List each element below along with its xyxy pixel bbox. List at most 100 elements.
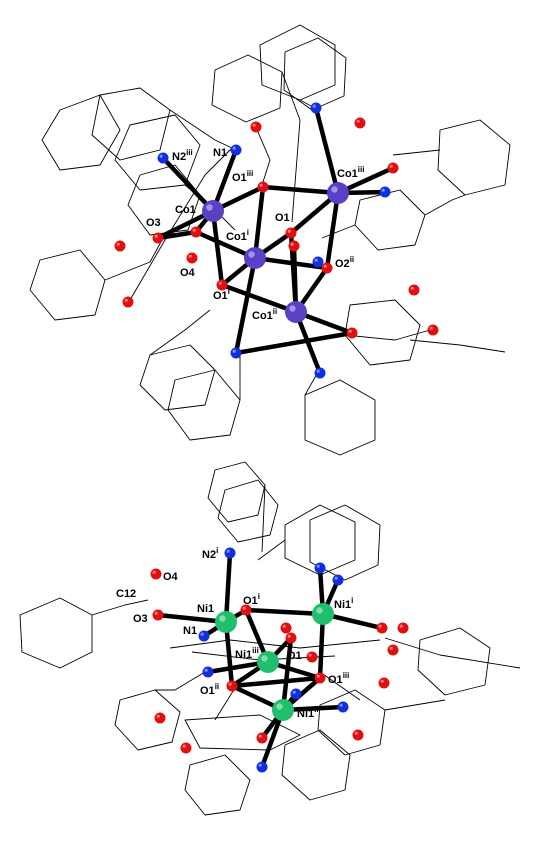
label-o3: O3 — [146, 217, 161, 229]
atom-highlight-o-top-f — [290, 242, 294, 246]
bond-ni1-ii-o1-b — [280, 635, 294, 713]
atom-highlight-o-b-i — [258, 734, 262, 738]
atom-o-top-j — [427, 324, 439, 336]
atom-o3 — [152, 232, 164, 244]
atom-highlight-co1-ii — [289, 305, 296, 312]
atom-highlight-n-b-3 — [204, 668, 208, 672]
atom-n-top-b — [314, 367, 326, 379]
atom-highlight-o1-ii — [228, 682, 232, 686]
bottom-atom-labels: N2i O4 C12 Ni1 O1i Ni1i O3 N1 Ni1iii O1 … — [116, 546, 353, 720]
label-n1: N1 — [213, 147, 227, 159]
atom-n-b-6 — [256, 761, 268, 773]
atom-highlight-o-top-j — [429, 326, 433, 330]
bond-ni1-n2-i — [223, 550, 233, 625]
bond-co1-ii-o-top-f — [291, 243, 299, 315]
bond-co1-i-o1-iii — [252, 184, 266, 261]
atom-highlight-o-b-d — [282, 624, 286, 628]
atom-o-b-c — [387, 644, 399, 656]
atom-o-b-g — [154, 712, 166, 724]
atom-o-b-h — [180, 742, 192, 754]
atom-highlight-o2-ii — [323, 264, 327, 268]
atom-highlight-ni1-iii — [261, 655, 268, 662]
atom-n-b-3 — [202, 666, 214, 678]
atom-highlight-o3 — [154, 234, 158, 238]
atom-o-top-g — [408, 284, 420, 296]
atom-o-b-f — [378, 677, 390, 689]
atom-highlight-n1 — [232, 146, 236, 150]
label-o1: O1 — [275, 212, 290, 224]
label-o4-bottom: O4 — [163, 571, 179, 583]
atom-highlight-n1-b — [200, 632, 204, 636]
atom-o1 — [285, 227, 297, 239]
atom-highlight-o1-i-b — [242, 606, 246, 610]
atom-highlight-o-b-a — [378, 624, 382, 628]
atom-o1-b — [285, 632, 297, 644]
label-n2-i: N2i — [202, 546, 218, 561]
atom-n-top-l — [230, 347, 242, 359]
bond-ni1-i-o1-i-b — [243, 607, 326, 617]
bond-co1-o1-i — [210, 208, 225, 288]
atom-highlight-o-b-b — [399, 624, 403, 628]
atom-o2-ii — [321, 262, 333, 274]
atom-highlight-ni1-i — [316, 607, 323, 614]
atom-highlight-n-top-r1 — [312, 104, 316, 108]
atom-n-b-5 — [337, 701, 349, 713]
label-ni1-ii: Ni1ii — [297, 705, 319, 720]
atom-co1 — [202, 200, 224, 222]
atom-n-top-r2 — [379, 186, 391, 198]
atom-o-top-e — [190, 226, 202, 238]
label-co1-iii: Co1iii — [337, 165, 364, 180]
atom-highlight-o3-b — [154, 611, 158, 615]
atom-n-b-1 — [314, 562, 326, 574]
atom-highlight-o-b-h — [182, 744, 186, 748]
atom-highlight-o4-b — [152, 570, 156, 574]
bond-o3-o-top-e — [155, 229, 199, 241]
atom-highlight-o-b-e — [308, 653, 312, 657]
bond-co1-iii-o2-ii — [324, 190, 341, 271]
bond-co1-iii-n-top-r1 — [313, 105, 341, 196]
atom-highlight-o-top-d — [116, 242, 120, 246]
label-n2-iii: N2iii — [172, 148, 193, 163]
atom-highlight-o-b-f — [380, 679, 384, 683]
atom-highlight-o-top-e — [192, 228, 196, 232]
atom-o-b-d — [280, 622, 292, 634]
atom-o-top-h — [122, 296, 134, 308]
atom-highlight-o-top-b — [356, 119, 360, 123]
bond-o1-ii-o1-iii-b — [229, 675, 323, 689]
atom-n1-b — [198, 630, 210, 642]
atom-highlight-n2-i — [226, 549, 230, 553]
atom-ni1-ii — [272, 699, 294, 721]
top-ligand-wireframe — [29, 24, 511, 456]
label-o1-i: O1i — [213, 287, 230, 302]
atom-highlight-o-top-c — [389, 164, 393, 168]
atom-n2-i — [224, 547, 236, 559]
top-atom-labels: N2iii N1 O1iii Co1iii Co1 O1 O3 Co1i O4 … — [146, 147, 364, 322]
atom-o-top-i — [346, 327, 358, 339]
atom-o-top-d — [114, 240, 126, 252]
label-o1-ii: O1ii — [200, 682, 219, 697]
atom-o-top-a — [250, 121, 262, 133]
atom-highlight-o-b-j — [354, 731, 358, 735]
atom-n-top-r1 — [310, 102, 322, 114]
label-o2-ii: O2ii — [335, 255, 354, 270]
bond-n-top-l-o-top-i — [233, 330, 355, 356]
bond-co1-ii-o1-i — [219, 282, 299, 315]
atom-highlight-n-b-2 — [334, 576, 338, 580]
atom-highlight-ni1 — [219, 615, 226, 622]
atom-o4 — [186, 252, 198, 264]
atom-ni1 — [215, 611, 237, 633]
atom-highlight-o1-iii-b — [316, 674, 320, 678]
atom-highlight-o1 — [287, 229, 291, 233]
atom-highlight-o1-iii — [259, 183, 263, 187]
bottom-ligand-wireframe — [19, 461, 521, 816]
atom-highlight-o1-i — [218, 281, 222, 285]
label-o1-iii: O1iii — [232, 169, 253, 184]
atom-highlight-n-b-1 — [316, 564, 320, 568]
atom-n-b-4 — [290, 688, 302, 700]
atom-o1-i-b — [240, 604, 252, 616]
label-co1-i: Co1i — [226, 228, 249, 243]
atom-o-b-b — [397, 622, 409, 634]
atom-n-top-m — [312, 256, 324, 268]
atom-o-b-a — [376, 622, 388, 634]
